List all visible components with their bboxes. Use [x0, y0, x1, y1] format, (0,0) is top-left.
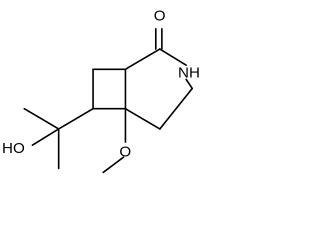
bond-isopropyl-hydroxyl — [31, 128, 60, 146]
ring-nitrogen-label: NH — [178, 64, 200, 81]
methoxy-oxygen-label: O — [119, 143, 131, 160]
bond-isopropyl-methyl-left — [23, 107, 60, 130]
bond-ring-isopropyl — [57, 107, 94, 130]
hydroxyl-label: HO — [2, 140, 25, 157]
bond-ch2-spiro — [124, 107, 161, 130]
bond-c1-carbonyl — [124, 48, 161, 71]
carbonyl-oxygen-label: O — [154, 8, 166, 25]
bond-carbonyl-nh — [159, 48, 187, 67]
skeletal-formula: O NH HO O — [2, 8, 200, 174]
bond-ch2-ch2 — [159, 87, 194, 130]
molecule-diagram: O NH HO O — [0, 0, 202, 180]
bond-nh-ch2 — [185, 78, 194, 90]
bond-methoxy-ch3 — [102, 156, 125, 174]
